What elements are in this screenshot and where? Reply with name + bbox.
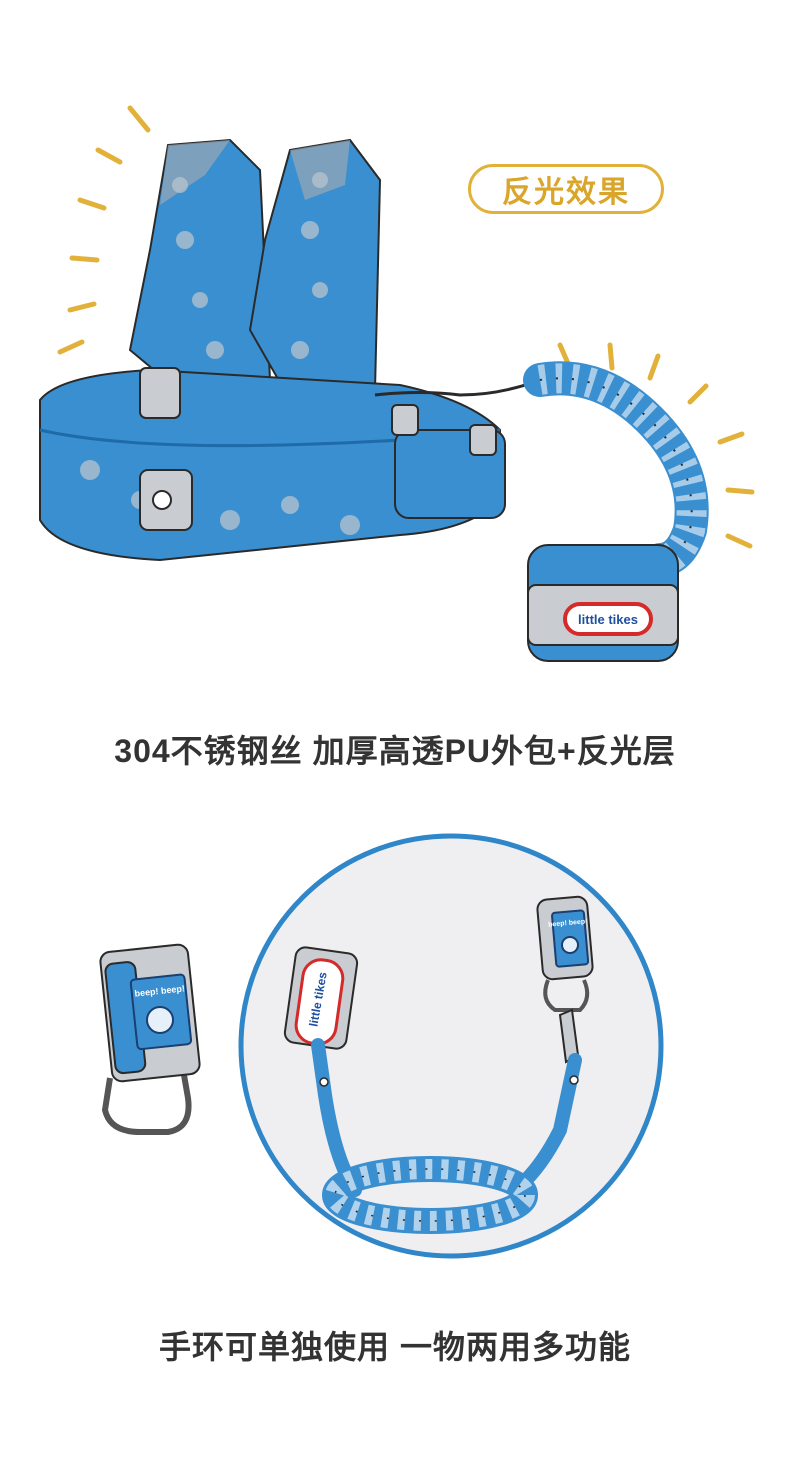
reflective-effect-badge: 反光效果 — [468, 164, 664, 214]
leash-coil — [322, 1156, 538, 1234]
wrist-cuff — [527, 544, 679, 662]
reflective-sparkle-left — [57, 105, 151, 355]
usage-caption: 手环可单独使用 一物两用多功能 — [159, 1329, 631, 1365]
brand-logo-text: little tikes — [578, 612, 638, 627]
right-cuff-tag-text: beep! beep! — [548, 918, 588, 928]
detail-circle — [238, 833, 664, 1259]
coiled-leash — [523, 361, 709, 577]
harness — [39, 138, 541, 562]
material-caption: 304不锈钢丝 加厚高透PU外包+反光层 — [114, 733, 676, 769]
reflective-sparkle-right — [557, 342, 755, 549]
standalone-wrist-cuff — [99, 943, 201, 1135]
